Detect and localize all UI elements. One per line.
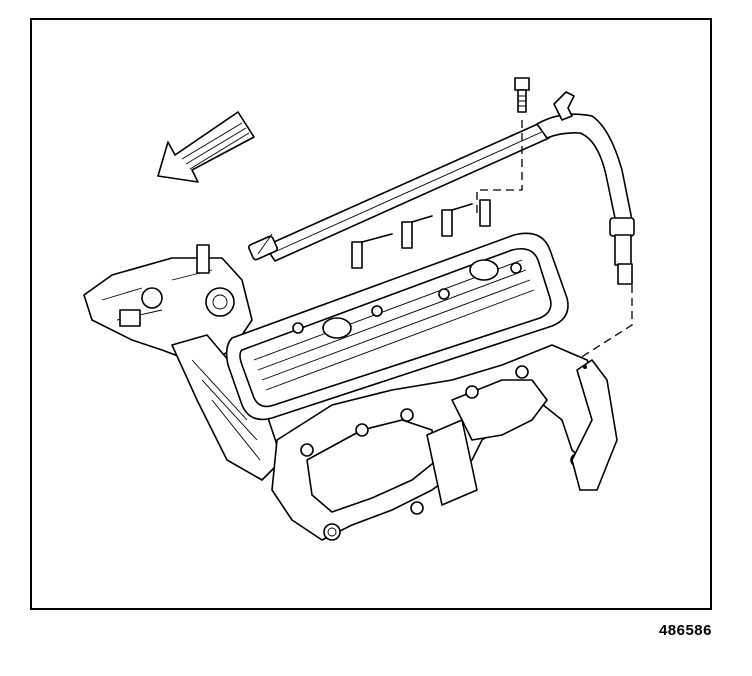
- manifold-bracket: [571, 359, 618, 491]
- engine-block: [171, 334, 283, 481]
- diagram-frame: [30, 18, 712, 610]
- figure-number: 486586: [658, 622, 712, 639]
- pcv-hose: [248, 113, 635, 285]
- bolt: [514, 77, 530, 113]
- valve-cover: [225, 232, 569, 421]
- direction-arrow: [157, 111, 255, 183]
- spark-plugs: [351, 199, 491, 269]
- exhaust-manifold: [271, 344, 613, 541]
- leader-lines: [476, 120, 633, 359]
- engine-diagram: [83, 77, 635, 541]
- clip-bracket: [553, 91, 575, 121]
